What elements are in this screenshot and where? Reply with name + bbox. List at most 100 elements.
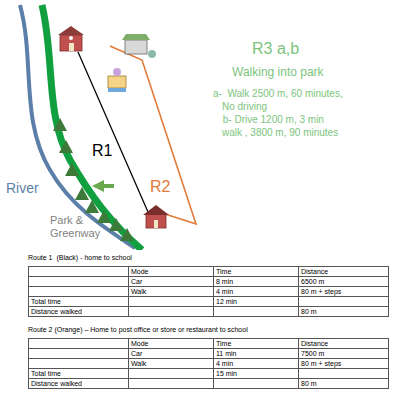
table-cell: [129, 307, 214, 317]
cell-text: 12 min: [216, 298, 237, 305]
table-row: Car 11 min 7500 m: [29, 349, 389, 359]
cell-text: Distance: [301, 340, 328, 347]
table-row: Total time 12 min: [29, 297, 389, 307]
cell-text: Total time: [31, 370, 61, 377]
restaurant-icon: [108, 68, 126, 92]
cell-text: Car: [131, 278, 142, 285]
cell-text: 80 m: [301, 380, 317, 387]
table-cell: [29, 267, 129, 277]
cell-text: 4 min: [216, 360, 233, 367]
table-cell: Car: [129, 277, 214, 287]
table-cell: 4 min: [214, 359, 299, 369]
table-cell: [129, 369, 214, 379]
route-1-line: [78, 52, 148, 212]
cell-text: 80 m + steps: [301, 288, 341, 295]
cell-text: Time: [216, 268, 231, 275]
cell-text: 6500 m: [301, 278, 324, 285]
route-label: R1: [92, 142, 112, 160]
table-cell: Distance walked: [29, 307, 129, 317]
table-caption: Route 2 (Orange) – Home to post office o…: [28, 326, 248, 333]
table-cell: [299, 297, 389, 307]
table-row: Mode Time Distance: [29, 267, 389, 277]
cell-text: Walk: [131, 288, 146, 295]
house-icon: [143, 205, 169, 228]
table-cell: [29, 277, 129, 287]
table-cell: Total time: [29, 297, 129, 307]
table-cell: [214, 379, 299, 389]
table-cell: [29, 349, 129, 359]
table-cell: [299, 369, 389, 379]
table-cell: 8 min: [214, 277, 299, 287]
cell-text: Mode: [131, 340, 149, 347]
table-cell: 4 min: [214, 287, 299, 297]
heading-label: R3 a,b: [252, 40, 299, 58]
cell-text: Walk: [131, 360, 146, 367]
table-cell: Distance: [299, 339, 389, 349]
table-cell: Mode: [129, 339, 214, 349]
table-cell: Total time: [29, 369, 129, 379]
table-cell: Mode: [129, 267, 214, 277]
map-illustration: [0, 0, 400, 250]
table-row: Walk 4 min 80 m + steps: [29, 287, 389, 297]
table-cell: [29, 339, 129, 349]
route-label: R2: [150, 178, 170, 196]
school-icon: [58, 26, 84, 51]
cell-text: Mode: [131, 268, 149, 275]
cell-text: 11 min: [216, 350, 237, 357]
cell-text: 15 min: [216, 370, 237, 377]
table-row: Car 8 min 6500 m: [29, 277, 389, 287]
table-cell: 6500 m: [299, 277, 389, 287]
note-label: walk , 3800 m, 90 minutes: [222, 127, 338, 139]
subheading-label: Walking into park: [232, 66, 324, 80]
route-2-line: [110, 46, 196, 224]
store-icon: [122, 34, 156, 58]
cell-text: Distance walked: [31, 380, 82, 387]
park-label: Park & Greenway: [50, 214, 100, 239]
park-arrow: [92, 180, 114, 192]
table-cell: Distance: [299, 267, 389, 277]
cell-text: Distance: [301, 268, 328, 275]
table-cell: 80 m: [299, 307, 389, 317]
cell-text: 80 m + steps: [301, 360, 341, 367]
route-table: Mode Time DistanceCar 11 min 7500 m Walk 4 min…: [28, 338, 389, 389]
table-cell: 11 min: [214, 349, 299, 359]
table-row: Walk 4 min 80 m + steps: [29, 359, 389, 369]
table-cell: Car: [129, 349, 214, 359]
cell-text: 80 m: [301, 308, 317, 315]
table-row: Distance walked 80 m: [29, 307, 389, 317]
table-cell: 15 min: [214, 369, 299, 379]
cell-text: Time: [216, 340, 231, 347]
note-label: a- Walk 2500 m, 60 minutes,: [213, 88, 343, 100]
table-cell: [29, 287, 129, 297]
cell-text: Car: [131, 350, 142, 357]
cell-text: 8 min: [216, 278, 233, 285]
cell-text: 7500 m: [301, 350, 324, 357]
table-cell: 80 m + steps: [299, 359, 389, 369]
table-cell: [129, 297, 214, 307]
cell-text: Total time: [31, 298, 61, 305]
table-cell: Walk: [129, 287, 214, 297]
table-cell: 7500 m: [299, 349, 389, 359]
note-label: No driving: [222, 101, 267, 113]
table-cell: 12 min: [214, 297, 299, 307]
table-cell: Walk: [129, 359, 214, 369]
river-label: River: [6, 180, 39, 196]
table-row: Total time 15 min: [29, 369, 389, 379]
table-cell: 80 m + steps: [299, 287, 389, 297]
table-cell: Time: [214, 267, 299, 277]
table-cell: 80 m: [299, 379, 389, 389]
cell-text: Distance walked: [31, 308, 82, 315]
table-caption: Route 1 (Black) - home to school: [28, 254, 132, 261]
table-cell: Time: [214, 339, 299, 349]
note-label: b- Drive 1200 m, 3 min: [220, 114, 324, 126]
table-cell: [214, 307, 299, 317]
table-cell: [129, 379, 214, 389]
table-row: Mode Time Distance: [29, 339, 389, 349]
route-table: Mode Time DistanceCar 8 min 6500 m Walk 4 min 8…: [28, 266, 389, 317]
table-cell: [29, 359, 129, 369]
table-cell: Distance walked: [29, 379, 129, 389]
river-line: [20, 5, 135, 248]
cell-text: 4 min: [216, 288, 233, 295]
table-row: Distance walked 80 m: [29, 379, 389, 389]
